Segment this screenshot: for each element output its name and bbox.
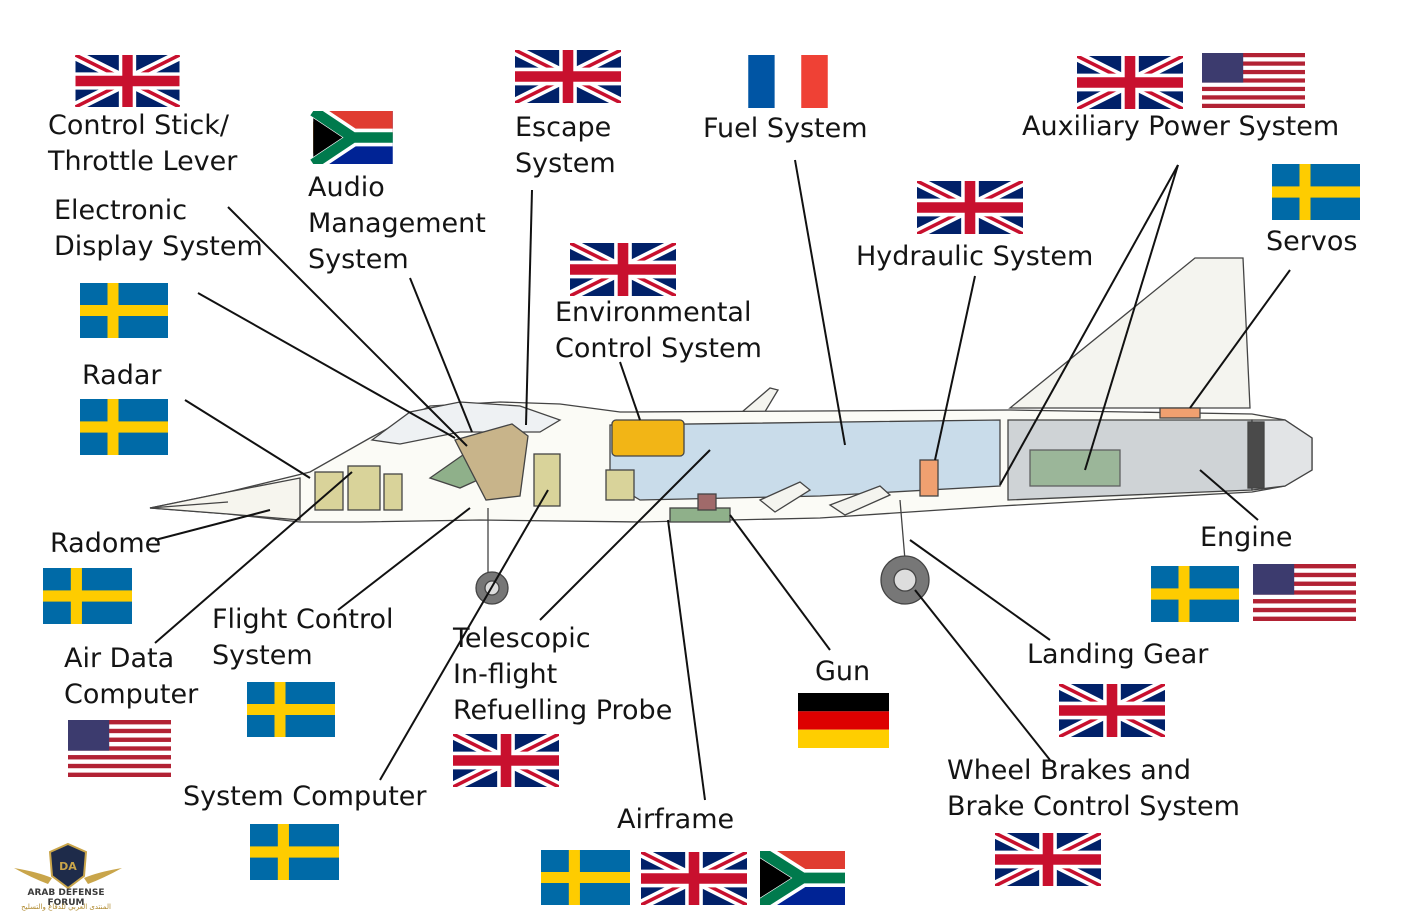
usa-flag: [68, 720, 171, 777]
label-engine: Engine: [1200, 522, 1293, 553]
label-auxiliary-power-system: Auxiliary Power System: [1022, 111, 1340, 142]
germany-flag: [798, 693, 889, 748]
label-electronic-display-system: Electronic Display System: [54, 195, 263, 262]
leader-lines: [154, 159, 1291, 801]
label-landing-gear: Landing Gear: [1027, 639, 1209, 670]
label-radome: Radome: [50, 528, 162, 559]
watermark-text: ARAB DEFENSE FORUM: [27, 888, 105, 908]
sweden-flag: [247, 682, 335, 737]
label-flight-control-system: Flight Control System: [212, 604, 394, 671]
arab-defense-forum-logo: DA: [14, 842, 122, 890]
usa-flag: [1253, 564, 1356, 621]
label-fuel-system: Fuel System: [703, 113, 868, 144]
label-environmental-control-system: Environmental Control System: [555, 297, 762, 364]
sweden-flag: [1272, 164, 1360, 220]
aircraft-body: [149, 257, 1313, 605]
sweden-flag: [80, 283, 168, 338]
label-audio-management-system: Audio Management System: [308, 172, 486, 275]
label-air-data-computer: Air Data Computer: [64, 643, 199, 710]
uk-flag: [453, 734, 559, 787]
label-radar: Radar: [82, 360, 162, 391]
label-servos: Servos: [1266, 226, 1358, 257]
label-refuelling-probe: Telescopic In-flight Refuelling Probe: [453, 623, 673, 726]
label-escape-system: Escape System: [515, 112, 616, 179]
label-control-stick: Control Stick/ Throttle Lever: [48, 110, 238, 177]
label-hydraulic-system: Hydraulic System: [856, 241, 1094, 272]
uk-flag: [75, 55, 180, 107]
uk-flag: [641, 852, 747, 905]
label-system-computer: System Computer: [183, 781, 427, 812]
sweden-flag: [80, 399, 168, 455]
sweden-flag: [1151, 566, 1239, 622]
label-gun: Gun: [815, 656, 871, 687]
usa-flag: [1202, 53, 1305, 108]
svg-text:DA: DA: [59, 860, 77, 873]
france-flag: [748, 55, 828, 108]
south-africa-flag: [760, 851, 845, 905]
sweden-flag: [541, 850, 630, 905]
south-africa-flag: [310, 111, 393, 164]
uk-flag: [917, 181, 1023, 234]
uk-flag: [995, 833, 1101, 886]
uk-flag: [515, 50, 621, 103]
label-wheel-brakes: Wheel Brakes and Brake Control System: [947, 755, 1240, 822]
uk-flag: [570, 243, 676, 296]
uk-flag: [1077, 56, 1183, 109]
sweden-flag: [250, 824, 339, 880]
watermark-text-arabic: المنتدى العربي للدفاع والتسليح: [21, 903, 111, 911]
uk-flag: [1059, 684, 1165, 737]
label-airframe: Airframe: [617, 804, 735, 835]
sweden-flag: [43, 568, 132, 624]
